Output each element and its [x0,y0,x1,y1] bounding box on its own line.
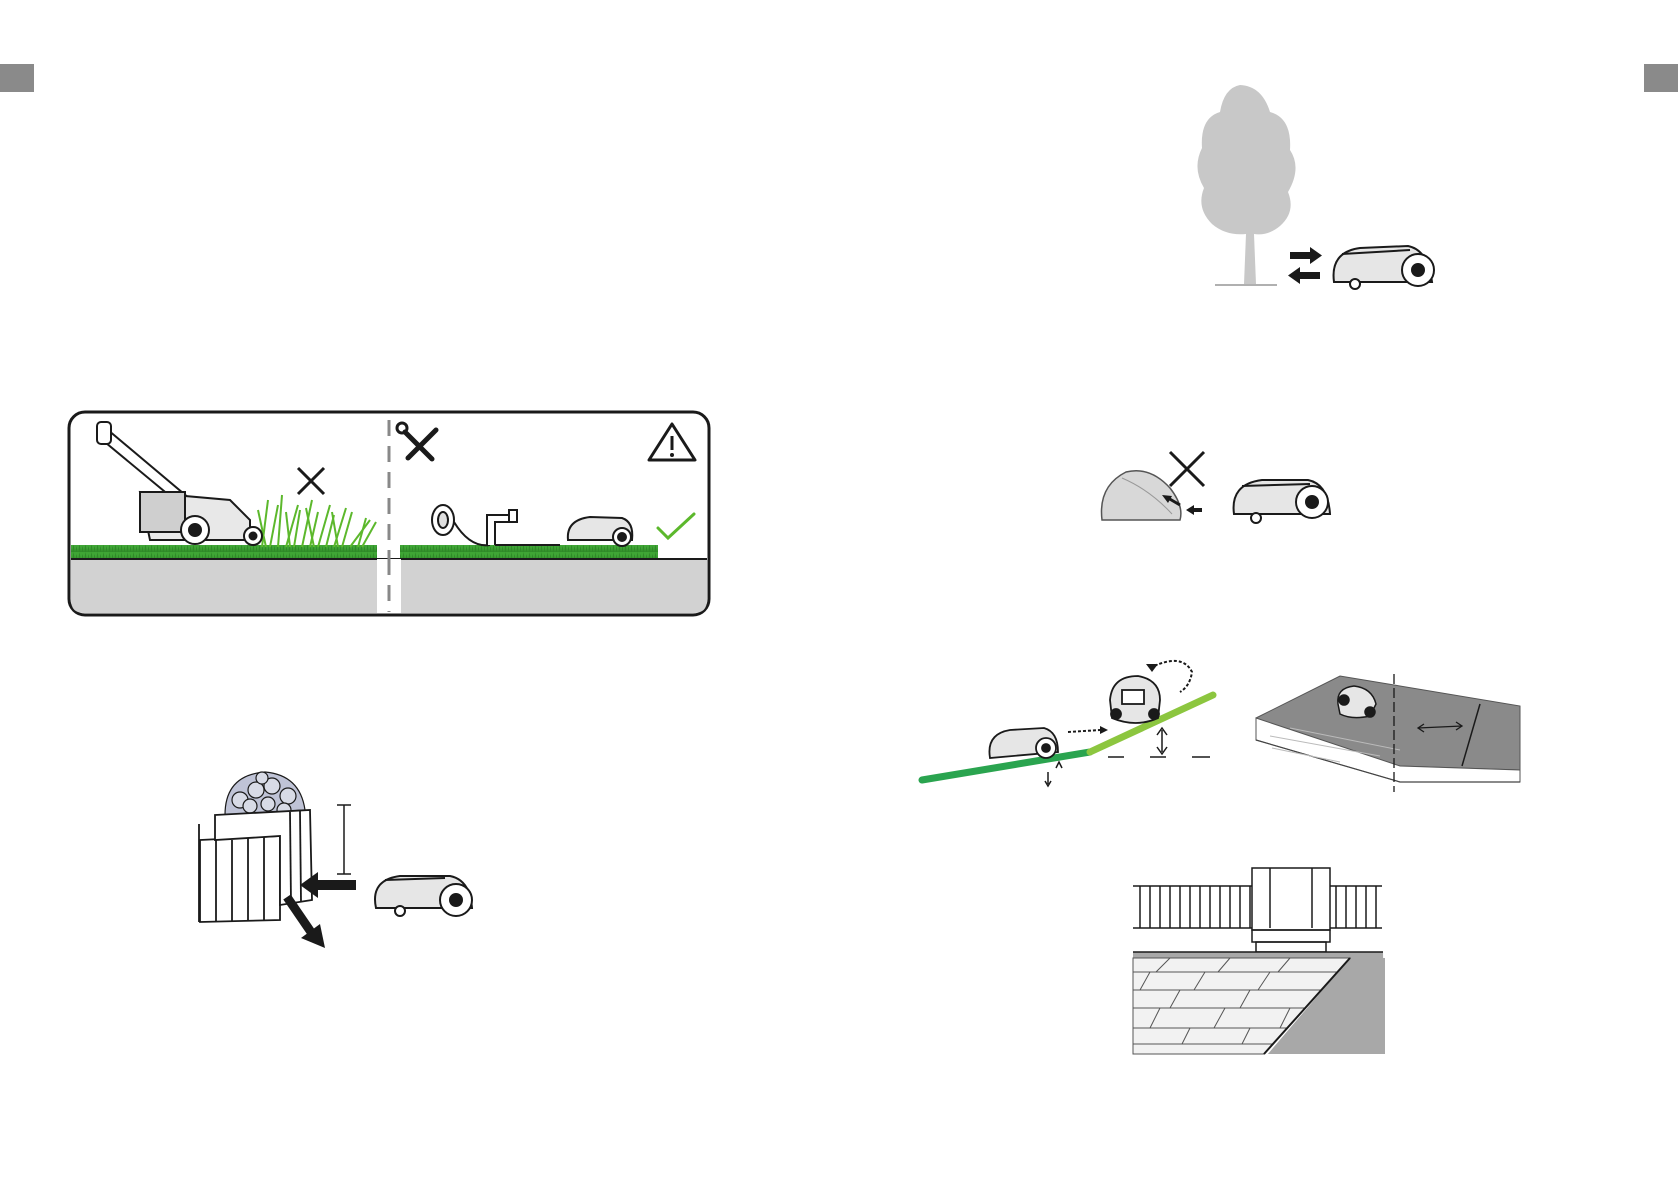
slope-edge-figure [1256,674,1520,792]
height-dimension-line [337,805,351,874]
robot-mower-illustration [375,876,472,916]
arrow-left-icon [1288,267,1320,284]
cross-icon [1170,452,1204,486]
arrow-down-left-icon [287,897,325,948]
stone-illustration [1102,471,1181,520]
raised-flowerbed-figure [199,772,472,948]
dotted-path-arrow [1068,730,1100,732]
arrow-right-icon [1290,247,1322,264]
grass-strip-right [400,545,658,559]
robot-mower-topview-illustration [1110,676,1160,723]
slope-figure [922,661,1213,786]
grass-strip-left [71,545,377,559]
robot-mower-illustration [989,728,1058,758]
robot-mower-illustration [1334,246,1434,289]
paved-area-figure [1133,868,1385,1054]
tree-trunk-bounce-figure [1197,85,1434,289]
stone-obstacle-figure [1102,452,1331,523]
lawn-preparation-panel [69,412,709,615]
robot-mower-illustration [1234,480,1330,523]
tree-illustration [1197,85,1295,286]
